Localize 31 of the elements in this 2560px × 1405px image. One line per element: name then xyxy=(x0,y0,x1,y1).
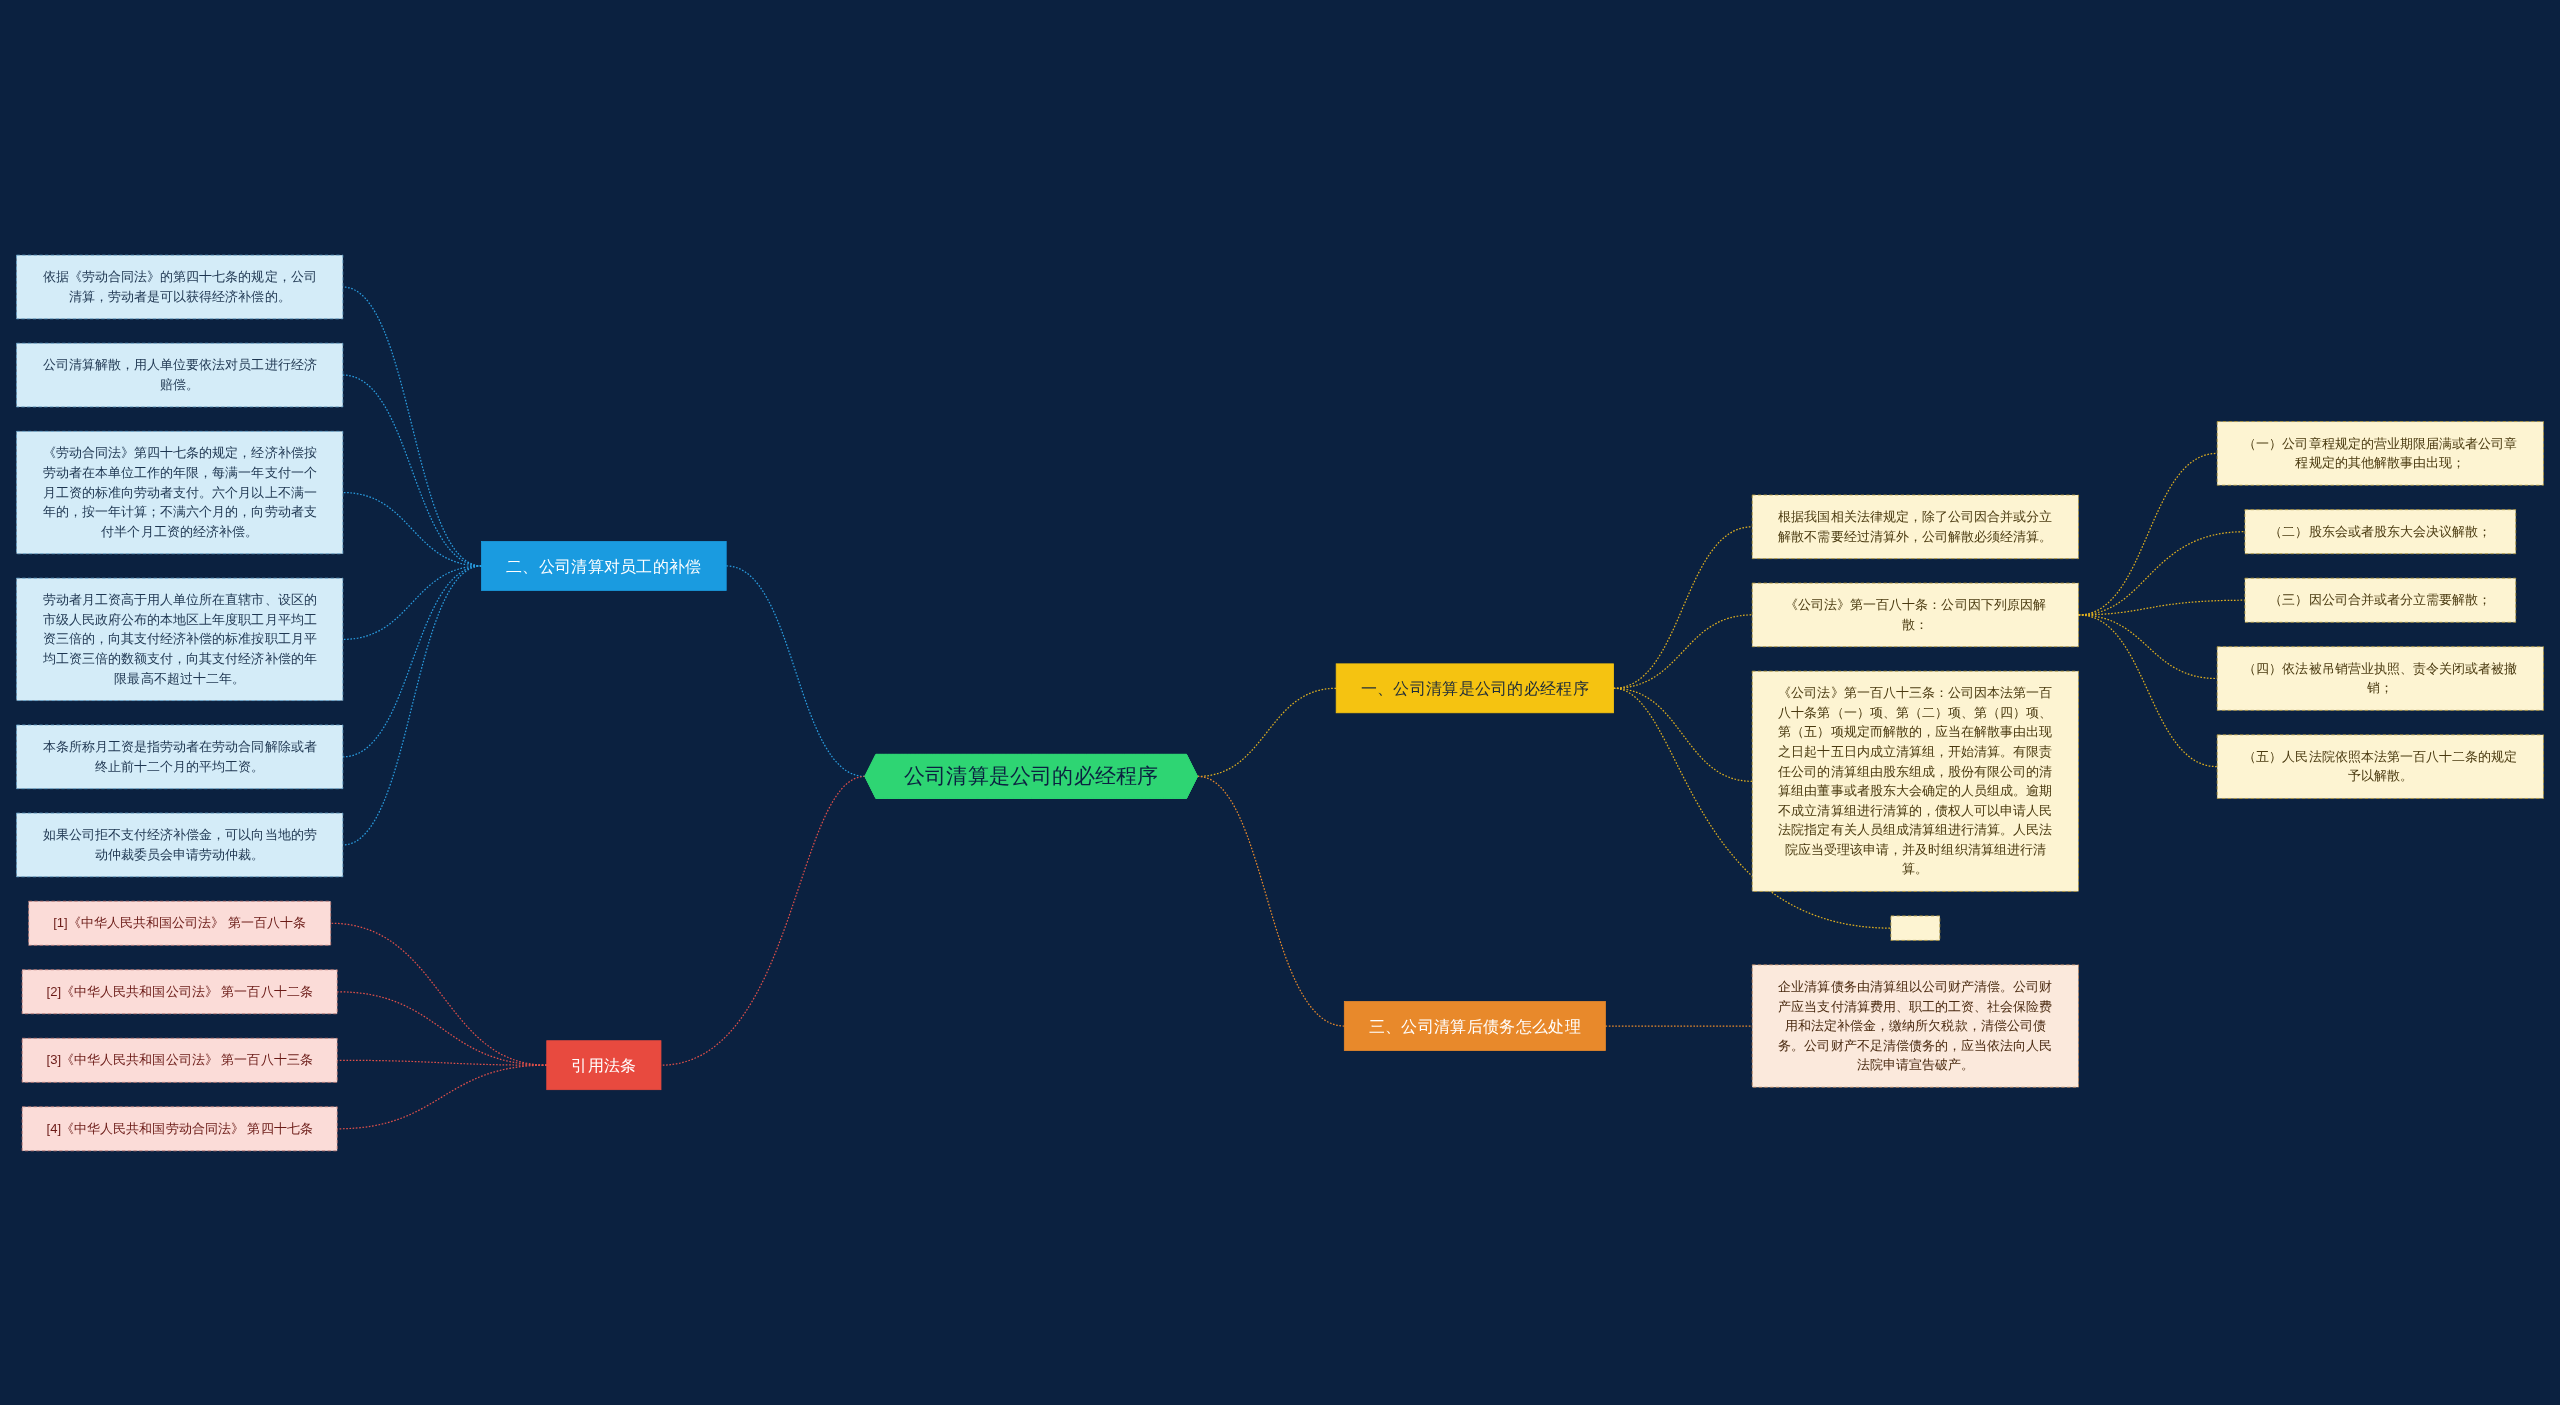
node-box: （五）人民法院依照本法第一百八十二条的规定予以解散。 xyxy=(2216,733,2544,799)
node-box: 《公司法》第一百八十条：公司因下列原因解散： xyxy=(1751,582,2079,647)
node-box xyxy=(1890,915,1941,941)
node-box: 《劳动合同法》第四十七条的规定，经济补偿按劳动者在本单位工作的年限，每满一年支付一个月工资的标准向劳动者支付。六个月以上不满一年的，按一年计算；不满六个月的，向劳动者支付半个月工资的经济补偿。 xyxy=(16,430,344,554)
connector xyxy=(342,564,483,846)
connector xyxy=(1196,775,1345,1027)
node-box: 《公司法》第一百八十三条：公司因本法第一百八十条第（一）项、第（二）项、第（四）项、第（五）项规定而解散的，应当在解散事由出现之日起十五日内成立清算组，开始清算。有限责任公司的清算组由股东组成，股份有限公司的清算组由董事或者股东大会确定的人员组成。逾期不成立清算组进行清算的，债权人可以申请人民法院指定有关人员组成清算组进行清算。人民法院应当受理该申请，并及时组织清算组进行清算。 xyxy=(1751,670,2079,892)
node-box: （四）依法被吊销营业执照、责令关闭或者被撤销； xyxy=(2216,645,2544,711)
node-box: 如果公司拒不支付经济补偿金，可以向当地的劳动仲裁委员会申请劳动仲裁。 xyxy=(16,812,344,877)
node-box: 三、公司清算后债务怎么处理 xyxy=(1343,1000,1606,1051)
connector xyxy=(1612,687,1892,929)
node-box: 一、公司清算是公司的必经程序 xyxy=(1335,662,1614,713)
node-box: [3]《中华人民共和国公司法》 第一百八十三条 xyxy=(21,1037,338,1083)
node-box: 根据我国相关法律规定，除了公司因合并或分立解散不需要经过清算外，公司解散必须经清算。 xyxy=(1751,494,2079,559)
node-box: [4]《中华人民共和国劳动合同法》 第四十七条 xyxy=(21,1105,338,1151)
connector xyxy=(1604,1024,1753,1027)
node-box: 本条所称月工资是指劳动者在劳动合同解除或者终止前十二个月的平均工资。 xyxy=(16,724,344,789)
node-box: （二）股东会或者股东大会决议解散； xyxy=(2244,508,2517,554)
node-box: 二、公司清算对员工的补偿 xyxy=(481,540,727,591)
node-box: （一）公司章程规定的营业期限届满或者公司章程规定的其他解散事由出现； xyxy=(2216,420,2544,486)
node-box: 劳动者月工资高于用人单位所在直辖市、设区的市级人民政府公布的本地区上年度职工月平均工资三倍的，向其支付经济补偿的标准按职工月平均工资三倍的数额支付，向其支付经济补偿的年限最高不超过十二年。 xyxy=(16,577,344,701)
node-box: 企业清算债务由清算组以公司财产清偿。公司财产应当支付清算费用、职工的工资、社会保险费用和法定补偿金，缴纳所欠税款，清偿公司债务。公司财产不足清偿债务的，应当依法向人民法院申请宣告破产。 xyxy=(1751,963,2079,1088)
node-box: 引用法条 xyxy=(546,1039,662,1090)
node-box: （三）因公司合并或者分立需要解散； xyxy=(2244,577,2517,623)
node-box: 依据《劳动合同法》的第四十七条的规定，公司清算，劳动者是可以获得经济补偿的。 xyxy=(16,254,344,319)
node-box: [2]《中华人民共和国公司法》 第一百八十二条 xyxy=(21,968,338,1014)
connector xyxy=(2077,613,2218,679)
node-box: [1]《中华人民共和国公司法》 第一百八十条 xyxy=(28,900,332,946)
node-box: 公司清算解散，用人单位要依法对员工进行经济赔偿。 xyxy=(16,342,344,407)
connector xyxy=(660,775,866,1066)
connector xyxy=(2077,613,2218,767)
